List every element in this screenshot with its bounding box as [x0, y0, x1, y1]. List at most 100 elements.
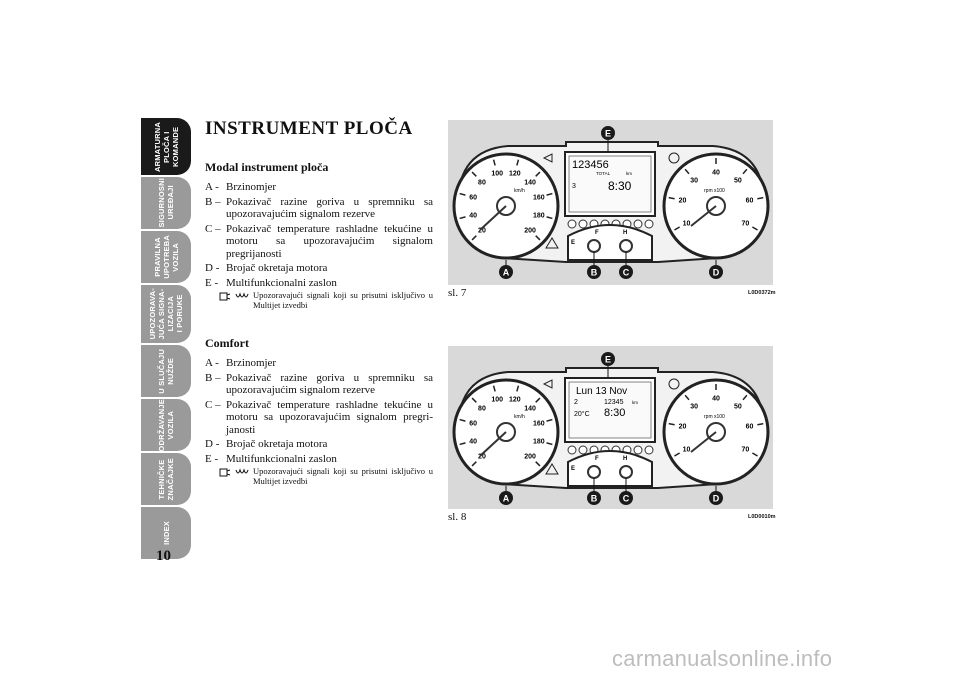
- dial-tick-label: 160: [533, 195, 545, 202]
- list-item: C –Pokazivač temperature rashladne tekuć…: [205, 399, 433, 437]
- dial-tick-label: 70: [742, 447, 750, 454]
- warning-light-icon: [578, 219, 588, 229]
- item-key: E -: [205, 452, 219, 465]
- dial-tick-label: 40: [712, 396, 720, 403]
- svg-text:C: C: [623, 268, 630, 278]
- dial-tick-label: 200: [524, 454, 536, 461]
- dial-tick-label: 30: [690, 177, 698, 184]
- figure-caption: sl. 8: [448, 511, 467, 523]
- dial-tick-label: 100: [491, 397, 503, 404]
- dial-tick: [757, 422, 764, 426]
- page-title: INSTRUMENT PLOČA: [205, 118, 413, 139]
- dial-tick-label: 160: [533, 421, 545, 428]
- item-key: A -: [205, 181, 219, 193]
- dial-tick-label: 70: [742, 221, 750, 228]
- dial-tick: [674, 226, 681, 231]
- dial-tick-label: 120: [509, 171, 521, 178]
- dial-tick: [516, 385, 520, 392]
- display-odometer: 12345: [604, 399, 624, 406]
- item-text: Pokazivač razine goriva u spremniku sa u…: [226, 371, 433, 397]
- display-gear: 2: [574, 399, 578, 406]
- dial-tick: [459, 216, 466, 220]
- tab-warnings[interactable]: UPOZORAVA- JUĆA SIGNA- LIZACIJA I PORUKE: [141, 285, 191, 343]
- tab-maintenance[interactable]: ODRŽAVANJE VOZILA: [141, 399, 191, 451]
- figure-caption: sl. 7: [448, 287, 467, 299]
- dial-tick-label: 20: [679, 424, 687, 431]
- warning-light-icon: [567, 219, 577, 229]
- dial-tick-label: 40: [469, 212, 477, 219]
- dial-tick: [535, 397, 541, 403]
- preheat-coil-icon: [235, 292, 249, 298]
- fuel-full-label: F: [595, 456, 599, 462]
- display-gear: 3: [572, 183, 576, 190]
- warning-light-icon: [633, 445, 643, 455]
- fuel-gauge-hub: [587, 465, 601, 479]
- svg-text:D: D: [713, 268, 720, 278]
- turn-left-arrow-icon: [542, 153, 553, 163]
- tab-label: U SLUČAJU NUŽDE: [157, 348, 175, 394]
- svg-text:A: A: [503, 494, 510, 504]
- tab-safety[interactable]: SIGURNOSNI UREĐAJI: [141, 177, 191, 229]
- item-text: Brzinomjer: [226, 181, 277, 193]
- dial-tick-label: 180: [533, 438, 545, 445]
- note-icons: [219, 291, 253, 310]
- tab-label: PRAVILNA UPOTREBA VOZILA: [152, 235, 180, 279]
- dial-tick: [459, 418, 466, 422]
- dial-tick-label: 60: [746, 424, 754, 431]
- temp-gauge-hub: [619, 239, 633, 253]
- dial-tick-label: 10: [683, 447, 691, 454]
- dial-tick: [668, 196, 675, 200]
- callout-e: E: [601, 126, 615, 140]
- dial-tick: [535, 235, 541, 241]
- item-text: Brojač okretaja motora: [226, 438, 328, 450]
- item-text: Brojač okretaja motora: [226, 262, 328, 274]
- dial-tick-label: 120: [509, 397, 521, 404]
- section-modal: Modal instrument ploča A -Brzinomjer B –…: [205, 160, 433, 310]
- temp-hot-label: H: [623, 456, 627, 462]
- item-text: Multifunkcionalni zaslon: [226, 452, 337, 465]
- speedometer-unit: km/h: [514, 188, 525, 194]
- preheat-coil-icon: [235, 468, 249, 474]
- tab-technical[interactable]: TEHNIČKE ZNAČAJKE: [141, 453, 191, 505]
- svg-text:B: B: [591, 494, 598, 504]
- display-temperature: 20°C: [574, 410, 590, 418]
- dial-tick: [492, 159, 496, 166]
- warning-light-icon: [644, 445, 654, 455]
- tab-index[interactable]: INDEX: [141, 507, 191, 559]
- callout-e: E: [601, 352, 615, 366]
- item-key: B –: [205, 195, 221, 208]
- tab-correct-use[interactable]: PRAVILNA UPOTREBA VOZILA: [141, 231, 191, 283]
- item-text: Brzinomjer: [226, 357, 277, 369]
- figure-code: L0D0372m: [748, 290, 776, 296]
- tab-emergency[interactable]: U SLUČAJU NUŽDE: [141, 345, 191, 397]
- fuel-full-label: F: [595, 230, 599, 236]
- tab-label: SIGURNOSNI UREĐAJI: [157, 178, 175, 228]
- fuel-empty-label: E: [571, 466, 575, 472]
- text-column: INSTRUMENT PLOČA Modal instrument ploča …: [205, 118, 433, 486]
- dial-tick-label: 50: [734, 177, 742, 184]
- dial-tick: [674, 452, 681, 457]
- fuel-empty-label: E: [571, 240, 575, 246]
- tab-label: UPOZORAVA- JUĆA SIGNA- LIZACIJA I PORUKE: [148, 288, 184, 340]
- dial-tick: [742, 394, 748, 401]
- dial-tick-label: 30: [690, 403, 698, 410]
- dial-tick-label: 100: [491, 171, 503, 178]
- tab-instrument-panel[interactable]: ARMATURNA PLOČA I KOMANDE: [141, 118, 191, 175]
- dial-tick-label: 10: [683, 221, 691, 228]
- dial-tick-label: 20: [478, 228, 486, 235]
- dial-tick: [471, 397, 477, 403]
- list-item: E - Multifunkcionalni zaslon: [205, 453, 433, 466]
- dial-tick-label: 40: [712, 170, 720, 177]
- dial-tick: [751, 226, 758, 231]
- item-text: Pokazivač temperature rashladne tekućine…: [226, 222, 433, 260]
- dial-tick: [546, 216, 553, 220]
- tachometer-needle: [690, 431, 717, 453]
- watermark: carmanualsonline.info: [612, 646, 833, 671]
- dial-tick: [492, 385, 496, 392]
